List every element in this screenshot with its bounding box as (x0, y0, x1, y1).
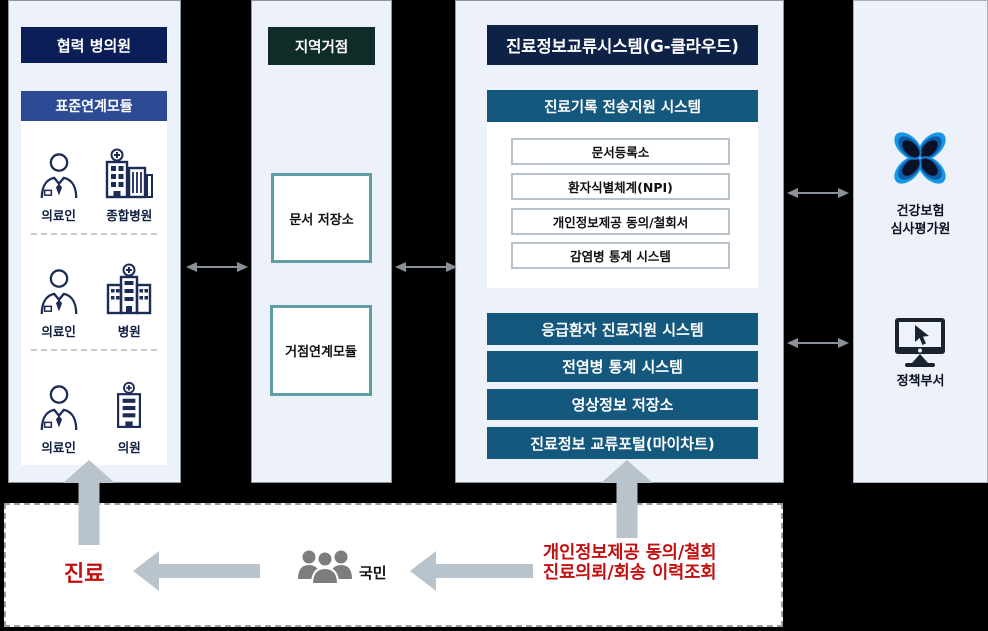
related-orgs-column (853, 0, 988, 483)
col3-policy-double-arrow (787, 338, 849, 348)
citizen-request-text: 개인정보제공 동의/철회 진료의뢰/회송 이력조회 (543, 543, 733, 583)
citizens-label: 국민 (359, 564, 387, 582)
doctor-label: 의료인 (41, 324, 76, 339)
document-registry-item: 문서등록소 (511, 138, 730, 165)
citizen-flow-panel (4, 503, 783, 627)
doctor-figure: 의료인 (26, 151, 92, 224)
partner-row-clinic: 의료인 의원 (21, 364, 167, 456)
policy-dept-label: 정책부서 (896, 374, 945, 389)
hospital-label: 병원 (117, 324, 141, 339)
doctor-icon (40, 153, 78, 199)
col1-col2-double-arrow (186, 262, 248, 272)
partner-hospitals-title: 협력 병의원 (21, 27, 167, 63)
patient-id-system-item: 환자식별체계(NPI) (511, 173, 730, 200)
hira-label: 건강보험 심사평가원 (853, 203, 988, 238)
epidemic-stats-bar: 전염병 통계 시스템 (487, 351, 758, 382)
privacy-consent-item: 개인정보제공 동의/철회서 (511, 208, 730, 235)
partner-hospitals-panel (21, 121, 167, 465)
policy-monitor-icon (895, 318, 945, 367)
col2-col3-double-arrow (395, 262, 457, 272)
citizen-to-treatment-arrow (133, 551, 260, 591)
hira-label-line2: 심사평가원 (890, 221, 951, 237)
document-storage-box: 문서 저장소 (271, 173, 372, 263)
col3-hira-double-arrow (787, 188, 849, 198)
row-divider (31, 349, 157, 351)
request-line1: 개인정보제공 동의/철회 (543, 543, 717, 563)
clinic-figure: 의원 (96, 379, 162, 456)
hub-linkage-module-box: 거점연계모듈 (270, 305, 372, 396)
general-hospital-label: 종합병원 (106, 208, 153, 223)
doctor-icon (40, 385, 78, 431)
request-to-citizen-arrow (410, 551, 533, 591)
emergency-support-bar: 응급환자 진료지원 시스템 (487, 313, 758, 345)
doctor-label: 의료인 (41, 208, 76, 223)
image-storage-bar: 영상정보 저장소 (487, 389, 758, 420)
hospital-icon (107, 263, 152, 315)
request-line2: 진료의뢰/회송 이력조회 (543, 563, 717, 583)
clinic-label: 의원 (117, 440, 141, 455)
doctor-icon (40, 269, 78, 315)
infectious-stats-item: 감염병 통계 시스템 (511, 242, 730, 269)
partner-row-general-hospital: 의료인 종합병원 (21, 132, 167, 224)
row-divider (31, 233, 157, 235)
doctor-figure: 의료인 (26, 383, 92, 456)
citizen-to-system-up-arrow (601, 460, 653, 538)
people-group-icon (298, 550, 352, 585)
hira-butterfly-logo-icon (894, 132, 946, 184)
general-hospital-icon (106, 148, 154, 199)
citizen-to-hospital-up-arrow (63, 460, 115, 545)
treatment-label: 진료 (64, 562, 105, 587)
exchange-system-title: 진료정보교류시스템(G-클라우드) (487, 25, 758, 65)
partner-row-hospital: 의료인 병원 (21, 248, 167, 340)
regional-hub-title: 지역거점 (268, 27, 375, 65)
exchange-portal-bar: 진료정보 교류포털(마이차트) (487, 427, 758, 459)
hospital-figure: 병원 (96, 263, 162, 340)
doctor-figure: 의료인 (26, 267, 92, 340)
doctor-label: 의료인 (41, 440, 76, 455)
general-hospital-figure: 종합병원 (96, 147, 162, 224)
hira-label-line1: 건강보험 (896, 204, 945, 219)
clinic-icon (117, 381, 142, 428)
record-transfer-header: 진료기록 전송지원 시스템 (487, 90, 758, 122)
standard-linkage-module-header: 표준연계모듈 (21, 91, 167, 121)
